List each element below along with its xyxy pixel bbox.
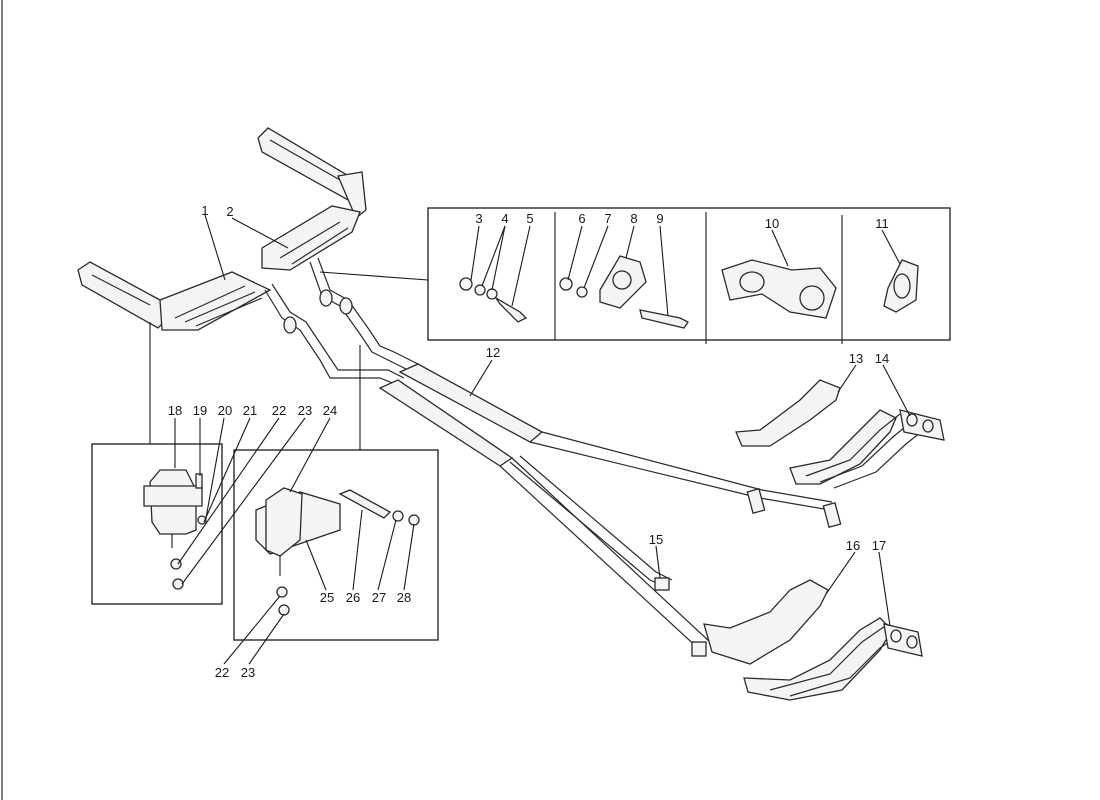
mount-box-right (233, 345, 439, 641)
callout-labels: 1 2 3 4 5 6 7 8 9 10 11 12 13 14 15 16 1… (168, 203, 889, 680)
callout-12: 12 (486, 345, 500, 360)
callout-6: 6 (578, 211, 585, 226)
callout-5: 5 (526, 211, 533, 226)
tailpipe-bracket (337, 171, 367, 220)
hardware-detail-box (319, 207, 951, 344)
main-exhaust-pipes (378, 363, 842, 657)
callout-11: 11 (875, 216, 889, 231)
callout-3: 3 (475, 211, 482, 226)
callout-14: 14 (875, 351, 889, 366)
callout-23-lower: 23 (241, 665, 255, 680)
callout-9: 9 (656, 211, 663, 226)
callout-15: 15 (649, 532, 663, 547)
callout-27: 27 (372, 590, 386, 605)
rear-muffler-assembly (77, 127, 419, 387)
callout-16: 16 (846, 538, 860, 553)
callout-19: 19 (193, 403, 207, 418)
callout-4: 4 (501, 211, 508, 226)
exhaust-manifold-upper (735, 379, 945, 489)
pipe-12 (529, 441, 831, 511)
callout-1: 1 (201, 203, 208, 218)
callout-17: 17 (872, 538, 886, 553)
callout-22-lower: 22 (215, 665, 229, 680)
exhaust-manifold-lower (703, 579, 923, 701)
mount-box-left (91, 322, 223, 605)
rear-pipe-lower (264, 289, 401, 387)
pipe-15 (499, 465, 701, 651)
callout-28: 28 (397, 590, 411, 605)
callout-24: 24 (323, 403, 337, 418)
tailpipe-lower (77, 261, 169, 329)
callout-22: 22 (272, 403, 286, 418)
callout-23: 23 (298, 403, 312, 418)
callout-13: 13 (849, 351, 863, 366)
callout-8: 8 (630, 211, 637, 226)
callout-10: 10 (765, 216, 779, 231)
callout-25: 25 (320, 590, 334, 605)
callout-18: 18 (168, 403, 182, 418)
leader-lines (174, 214, 911, 665)
callout-26: 26 (346, 590, 360, 605)
callout-7: 7 (604, 211, 611, 226)
callout-2: 2 (226, 204, 233, 219)
callout-21: 21 (243, 403, 257, 418)
center-muffler (261, 205, 361, 271)
callout-20: 20 (218, 403, 232, 418)
